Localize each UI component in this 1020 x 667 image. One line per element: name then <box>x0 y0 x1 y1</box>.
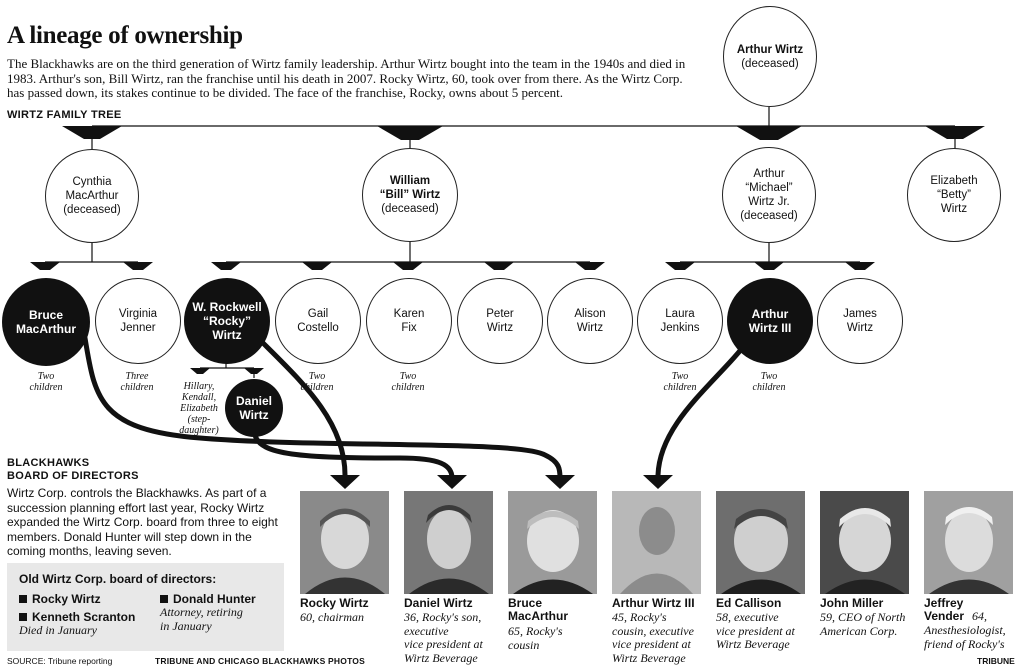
node-betty-wirtz: Elizabeth “Betty” Wirtz <box>907 148 1001 242</box>
children-label: Two children <box>300 371 334 393</box>
old-board-member: Rocky Wirtz <box>19 592 101 606</box>
node-alison-wirtz: Alison Wirtz <box>547 278 633 364</box>
page-title: A lineage of ownership <box>7 22 243 49</box>
node-label: Cynthia MacArthur (deceased) <box>63 176 121 216</box>
node-name: Arthur Wirtz <box>736 43 804 56</box>
children-label: Two children <box>752 371 786 393</box>
node-arthur-wirtz-iii: Arthur Wirtz III <box>727 278 813 364</box>
children-label: Two children <box>391 371 425 393</box>
member-name: John Miller <box>820 596 884 610</box>
wedge-markers <box>30 126 985 374</box>
board-heading: BLACKHAWKS BOARD OF DIRECTORS <box>7 457 139 482</box>
node-rocky-wirtz: W. Rockwell “Rocky” Wirtz <box>184 278 270 364</box>
portrait-image <box>924 491 1013 594</box>
node-label: Elizabeth “Betty” Wirtz <box>930 175 978 215</box>
old-board-member: Kenneth Scranton <box>19 610 135 624</box>
bullet-square-icon <box>160 595 168 603</box>
node-label: Bruce MacArthur <box>15 308 76 336</box>
node-label: Alison Wirtz <box>574 308 606 334</box>
node-label: Gail Costello <box>297 308 339 334</box>
portrait-image <box>404 491 493 594</box>
member-name: Arthur Wirtz III <box>612 596 695 610</box>
children-label: Two children <box>29 371 63 393</box>
member-name: Jeffrey Vender <box>924 596 965 623</box>
arrow-heads <box>330 475 673 489</box>
node-label: Peter Wirtz <box>486 308 514 334</box>
old-board-box: Old Wirtz Corp. board of directors: Rock… <box>7 563 284 651</box>
node-michael-wirtz: Arthur “Michael” Wirtz Jr. (deceased) <box>722 147 816 243</box>
photo-ed-callison <box>716 491 805 594</box>
old-board-member: Donald Hunter <box>160 592 256 606</box>
photo-bruce-macarthur <box>508 491 597 594</box>
portrait-image <box>508 491 597 594</box>
member-desc: 65, Rocky's cousin <box>508 624 563 652</box>
portrait-image <box>300 491 389 594</box>
node-james-wirtz: James Wirtz <box>817 278 903 364</box>
member-name: Rocky Wirtz <box>300 596 369 610</box>
node-virginia-jenner: Virginia Jenner <box>95 278 181 364</box>
intro-paragraph: The Blackhawks are on the third generati… <box>7 56 686 100</box>
member-name: Ed Callison <box>716 596 782 610</box>
node-label: Virginia Jenner <box>118 308 158 334</box>
node-peter-wirtz: Peter Wirtz <box>457 278 543 364</box>
node-label: Laura Jenkins <box>660 308 700 334</box>
node-label: Daniel Wirtz <box>235 394 272 422</box>
node-gail-costello: Gail Costello <box>275 278 361 364</box>
tree-label: WIRTZ FAMILY TREE <box>7 109 122 121</box>
old-board-member-name: Kenneth Scranton <box>32 610 136 624</box>
node-label: Arthur Wirtz III <box>748 307 792 335</box>
bullet-square-icon <box>19 613 27 621</box>
portrait-image <box>716 491 805 594</box>
photo-john-miller <box>820 491 909 594</box>
photo-jeffrey-vender <box>924 491 1013 594</box>
tribune-credit: TRIBUNE <box>977 656 1015 666</box>
old-board-title: Old Wirtz Corp. board of directors: <box>19 572 217 586</box>
member-desc: 36, Rocky's son, executive vice presiden… <box>404 610 483 665</box>
node-note: (deceased) <box>741 57 799 70</box>
member-name: Daniel Wirtz <box>404 596 473 610</box>
member-name: Bruce MacArthur <box>508 596 569 623</box>
node-label: Arthur “Michael” Wirtz Jr. (deceased) <box>740 168 798 222</box>
member-desc: 60, chairman <box>300 610 364 624</box>
photo-daniel-wirtz <box>404 491 493 594</box>
node-cynthia-macarthur: Cynthia MacArthur (deceased) <box>45 149 139 243</box>
node-label: Karen Fix <box>393 308 425 334</box>
node-bill-wirtz: William “Bill” Wirtz (deceased) <box>362 148 458 242</box>
old-board-member-name: Rocky Wirtz <box>32 592 101 606</box>
children-label: Two children <box>663 371 697 393</box>
member-desc: 58, executive vice president at Wirtz Be… <box>716 610 795 651</box>
node-name: William “Bill” Wirtz <box>379 175 441 201</box>
portrait-image <box>820 491 909 594</box>
photo-arthur-wirtz-iii <box>612 491 701 594</box>
silhouette-icon <box>612 491 701 594</box>
member-desc: 45, Rocky's cousin, executive vice presi… <box>612 610 694 665</box>
member-desc-inline: 64, <box>972 609 987 623</box>
source-note: SOURCE: Tribune reporting <box>7 656 113 666</box>
node-note: (deceased) <box>381 203 439 215</box>
photo-credit: TRIBUNE AND CHICAGO BLACKHAWKS PHOTOS <box>155 656 365 666</box>
node-label: W. Rockwell “Rocky” Wirtz <box>192 300 262 342</box>
old-board-member-note: Died in January <box>19 623 97 637</box>
member-desc: 59, CEO of North American Corp. <box>820 610 906 638</box>
children-label: Three children <box>120 371 154 393</box>
old-board-member-name: Donald Hunter <box>173 592 256 606</box>
old-board-member-note: Attorney, retiring in January <box>160 605 243 633</box>
board-arrows <box>82 335 753 481</box>
bullet-square-icon <box>19 595 27 603</box>
node-arthur-wirtz: Arthur Wirtz(deceased) <box>723 6 817 107</box>
board-description: Wirtz Corp. controls the Blackhawks. As … <box>7 486 278 558</box>
node-daniel-wirtz: Daniel Wirtz <box>225 379 283 437</box>
photo-rocky-wirtz <box>300 491 389 594</box>
node-karen-fix: Karen Fix <box>366 278 452 364</box>
children-label: Hillary, Kendall, Elizabeth (step- daugh… <box>179 381 219 436</box>
node-laura-jenkins: Laura Jenkins <box>637 278 723 364</box>
member-desc: Anesthesiologist, friend of Rocky's <box>924 623 1006 651</box>
node-label: James Wirtz <box>843 308 877 334</box>
node-bruce-macarthur: Bruce MacArthur <box>2 278 90 366</box>
